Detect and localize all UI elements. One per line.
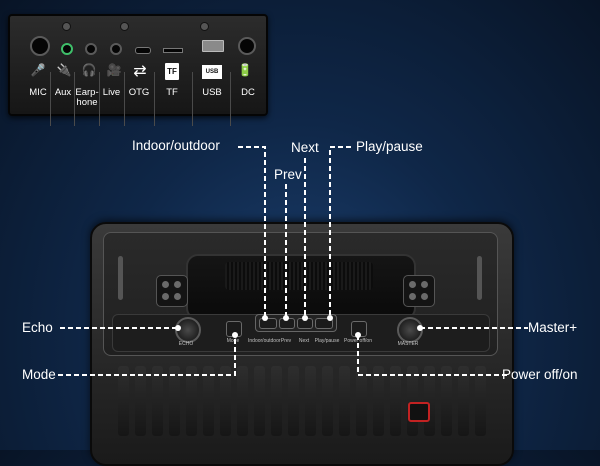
- earphone-jack: [85, 43, 97, 55]
- grille-bar: [305, 366, 316, 436]
- indoor-outdoor-panel-label: Indoor/outdoor: [248, 338, 281, 344]
- tf-slot: [163, 48, 183, 53]
- divider: [74, 72, 75, 126]
- grille-bar: [390, 366, 401, 436]
- side-vent-right: [477, 256, 482, 300]
- grille-bar: [169, 366, 180, 436]
- handle-pad-right: [403, 275, 435, 307]
- indoor-outdoor-leader: [238, 146, 266, 318]
- divider: [124, 72, 125, 126]
- port-label-usb: USB: [202, 87, 222, 98]
- divider: [230, 72, 231, 126]
- grille-bar: [237, 366, 248, 436]
- port-label-dc: DC: [241, 87, 255, 98]
- grille-bar: [271, 366, 282, 436]
- mode-leader: [58, 335, 236, 376]
- port-label-live: Live: [102, 87, 121, 98]
- callout-lines: [58, 146, 510, 376]
- tf-card-icon: TF: [165, 63, 179, 80]
- headphones-icon: 🎧: [81, 63, 97, 77]
- grille-bar: [322, 366, 333, 436]
- grille-bar: [220, 366, 231, 436]
- live-camera-icon: 🎥: [106, 63, 122, 77]
- grille-bar: [118, 366, 129, 436]
- otg-arrows-icon: ⇄: [133, 63, 147, 80]
- grille-bar: [186, 366, 197, 436]
- divider: [154, 72, 155, 126]
- callout-next: Next: [291, 140, 319, 155]
- grille-bar: [424, 366, 435, 436]
- callout-mode: Mode: [22, 367, 56, 382]
- prev-panel-label: Prev: [280, 338, 292, 344]
- callout-prev: Prev: [274, 167, 302, 182]
- power-indicator: [408, 402, 430, 422]
- divider: [50, 72, 51, 126]
- indoor-outdoor-button[interactable]: [259, 318, 277, 329]
- handle-grip: [225, 262, 373, 290]
- screw: [62, 22, 71, 31]
- otg-port: [135, 47, 151, 54]
- grille-bar: [339, 366, 350, 436]
- play-pause-button[interactable]: [315, 318, 333, 329]
- port-label-mic: MIC: [29, 87, 47, 98]
- callout-indoor-outdoor: Indoor/outdoor: [132, 138, 220, 153]
- grille-bar: [356, 366, 367, 436]
- port-label-aux: Aux: [54, 87, 72, 98]
- divider: [192, 72, 193, 126]
- grille-bar: [203, 366, 214, 436]
- aux-cable-icon: 🔌: [56, 63, 72, 77]
- master-knob-label: MASTER: [397, 341, 419, 347]
- callout-master: Master+: [528, 320, 578, 335]
- speaker-grille: [118, 362, 488, 442]
- usb-icon: USB: [202, 65, 222, 79]
- divider: [99, 72, 100, 126]
- port-label-tf: TF: [166, 87, 178, 98]
- usb-port: [202, 40, 224, 52]
- mode-button-label: Mode: [226, 338, 240, 344]
- battery-charge-icon: 🔋: [237, 63, 253, 77]
- port-label-earphone: Earp-: [75, 87, 99, 98]
- grille-bar: [458, 366, 469, 436]
- next-panel-label: Next: [298, 338, 310, 344]
- grille-bar: [135, 366, 146, 436]
- grille-bar: [152, 366, 163, 436]
- grille-bar: [254, 366, 265, 436]
- power-panel-label: Power off/on: [344, 338, 372, 344]
- play-pause-panel-label: Play/pause: [314, 338, 340, 344]
- grille-bar: [373, 366, 384, 436]
- live-jack: [110, 43, 122, 55]
- callout-power: Power off/on: [502, 367, 578, 382]
- grille-bar: [441, 366, 452, 436]
- dc-jack: [238, 37, 256, 55]
- callout-echo: Echo: [22, 320, 53, 335]
- port-panel: 🎤 🔌 🎧 🎥 ⇄ TF USB 🔋 MIC Aux Earp- hone Li…: [8, 14, 268, 126]
- microphone-icon: 🎤: [30, 63, 46, 77]
- grille-bar: [288, 366, 299, 436]
- screw: [200, 22, 209, 31]
- grille-bar: [475, 366, 486, 436]
- mic-jack: [30, 36, 50, 56]
- handle-pad-left: [156, 275, 188, 307]
- aux-jack: [61, 43, 73, 55]
- callout-play-pause: Play/pause: [356, 139, 423, 154]
- side-vent-left: [118, 256, 123, 300]
- power-leader: [357, 335, 510, 376]
- play-pause-leader: [329, 146, 351, 318]
- echo-knob-label: ECHO: [178, 341, 194, 347]
- port-label-otg: OTG: [128, 87, 150, 98]
- screw: [120, 22, 129, 31]
- port-label-earphone-line2: hone: [76, 97, 98, 108]
- grille-bar: [407, 366, 418, 436]
